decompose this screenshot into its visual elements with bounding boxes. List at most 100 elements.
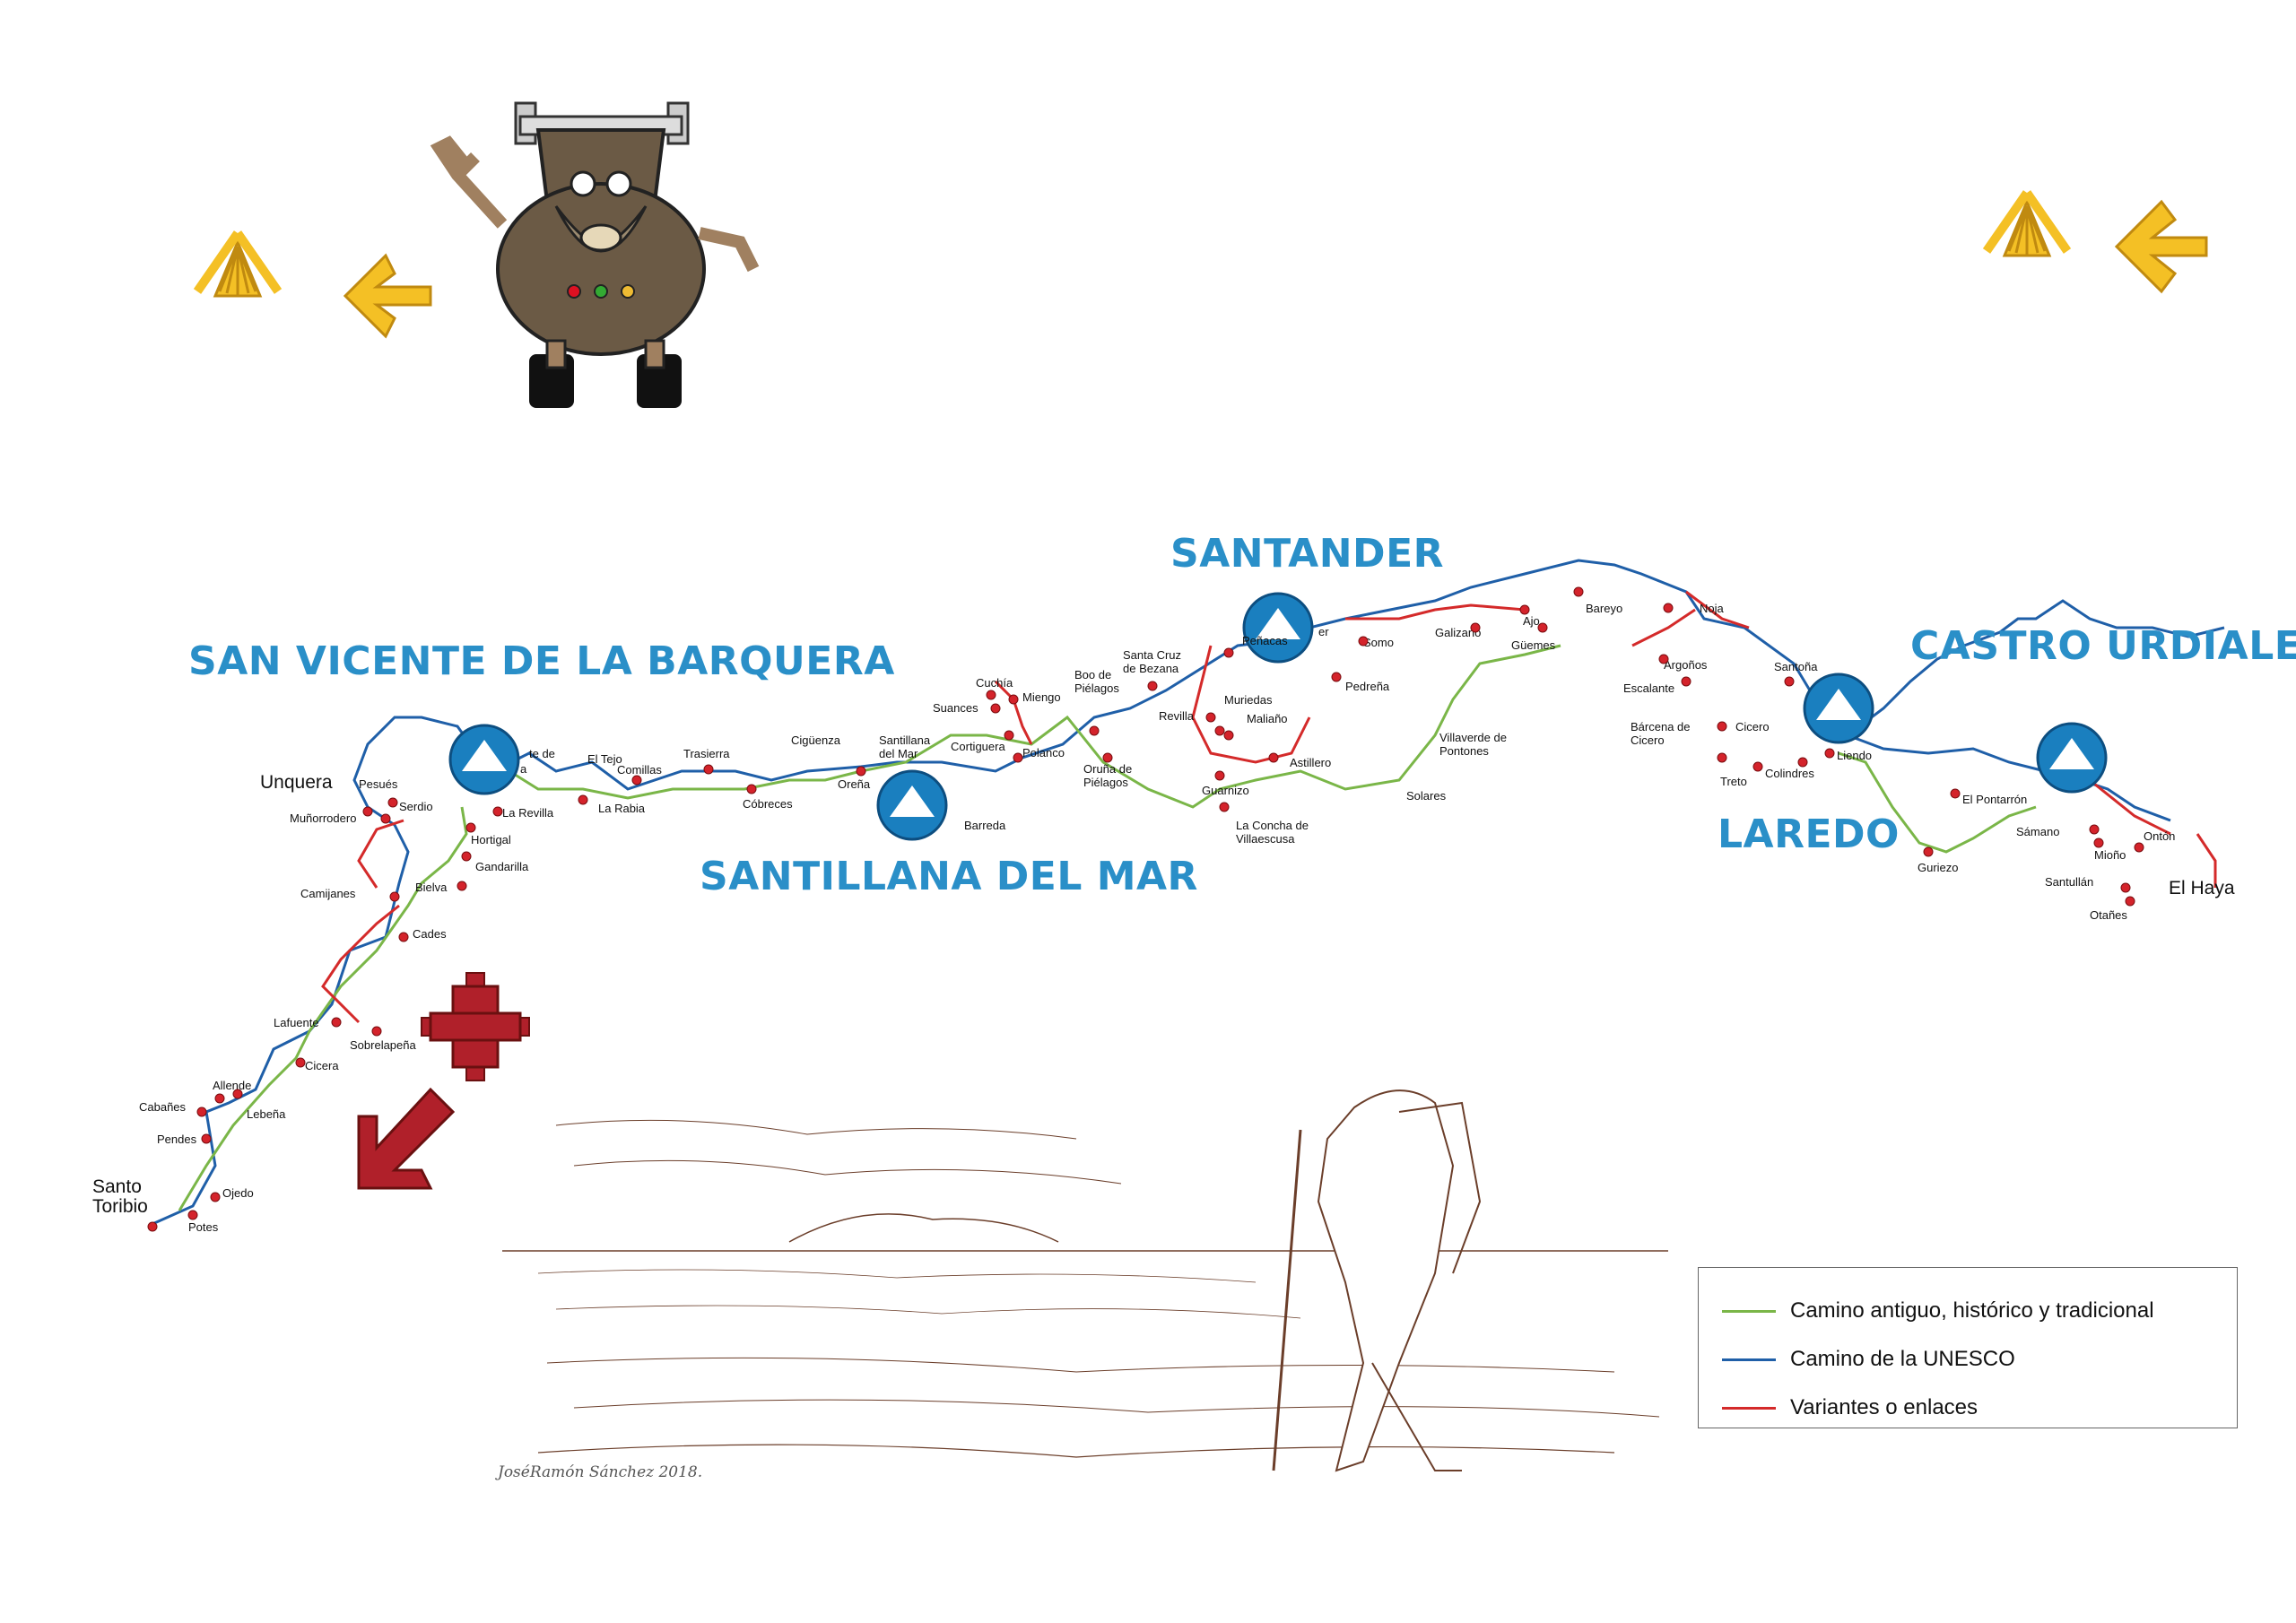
town-pendes: Pendes bbox=[157, 1133, 197, 1146]
town-munorrodero: Muñorrodero bbox=[290, 812, 357, 825]
map-marker-icon bbox=[1717, 721, 1727, 732]
town-guriezo: Guriezo bbox=[1918, 861, 1959, 874]
map-marker-icon bbox=[2134, 842, 2144, 853]
town-trasierra: Trasierra bbox=[683, 747, 730, 760]
town-er: er bbox=[1318, 625, 1329, 638]
map-marker-icon bbox=[147, 1221, 158, 1232]
town-cabanes: Cabañes bbox=[139, 1100, 187, 1114]
town-santillana: Santillana del Mar bbox=[879, 733, 931, 760]
town-cobreces: Cóbreces bbox=[743, 797, 793, 811]
town-muriedas: Muriedas bbox=[1224, 693, 1273, 707]
town-cicero: Cicero bbox=[1735, 720, 1770, 733]
robot-bull-mascot bbox=[430, 101, 760, 408]
map-marker-icon bbox=[1681, 676, 1692, 687]
map-marker-icon bbox=[380, 813, 391, 824]
shell-badge-icon bbox=[2036, 722, 2108, 794]
town-argonos: Argoños bbox=[1664, 658, 1708, 672]
town-noja: Noja bbox=[1700, 602, 1724, 615]
map-marker-icon bbox=[1573, 586, 1584, 597]
town-boo: Boo de Piélagos bbox=[1074, 668, 1119, 695]
map-marker-icon bbox=[187, 1210, 198, 1220]
map-marker-icon bbox=[1331, 672, 1342, 682]
map-marker-icon bbox=[398, 932, 409, 942]
town-hortigal: Hortigal bbox=[471, 833, 511, 846]
town-pesues: Pesués bbox=[359, 777, 398, 791]
map-marker-icon bbox=[1268, 752, 1279, 763]
legend-swatch bbox=[1722, 1309, 1776, 1313]
map-marker-icon bbox=[1519, 604, 1530, 615]
map-marker-icon bbox=[214, 1093, 225, 1104]
town-suances: Suances bbox=[933, 701, 978, 715]
map-marker-icon bbox=[1223, 647, 1234, 658]
legend-item-variantes: Variantes o enlaces bbox=[1722, 1394, 1978, 1421]
town-galizano: Galizano bbox=[1435, 626, 1482, 639]
town-solares: Solares bbox=[1406, 789, 1447, 803]
legend-label: Camino de la UNESCO bbox=[1790, 1347, 2015, 1371]
map-marker-icon bbox=[2089, 824, 2100, 835]
map-marker-icon bbox=[578, 794, 588, 805]
map-marker-icon bbox=[1147, 681, 1158, 691]
pilgrim-sketch bbox=[502, 1089, 1668, 1472]
town-barcena: Bárcena de Cicero bbox=[1631, 720, 1691, 747]
town-liendo: Liendo bbox=[1837, 749, 1873, 762]
legend-item-antiguo: Camino antiguo, histórico y tradicional bbox=[1722, 1298, 2154, 1324]
map-marker-icon bbox=[295, 1057, 306, 1068]
map-marker-icon bbox=[1013, 752, 1023, 763]
map-marker-icon bbox=[703, 764, 714, 775]
scallop-shell-icon bbox=[193, 230, 283, 298]
town-barreda: Barreda bbox=[964, 819, 1006, 832]
town-bareyo: Bareyo bbox=[1586, 602, 1623, 615]
map-marker-icon bbox=[1214, 725, 1225, 736]
town-el-tejo: El Tejo bbox=[587, 752, 622, 766]
town-lebena: Lebeña bbox=[247, 1107, 286, 1121]
map-marker-icon bbox=[465, 822, 476, 833]
town-allende: Allende bbox=[213, 1079, 252, 1092]
map-marker-icon bbox=[1537, 622, 1548, 633]
town-el-haya: El Haya bbox=[2169, 878, 2235, 898]
shell-badge-icon bbox=[448, 724, 520, 795]
legend-swatch bbox=[1722, 1406, 1776, 1410]
town-astillero: Astillero bbox=[1290, 756, 1332, 769]
map-marker-icon bbox=[1663, 603, 1674, 613]
town-bielva: Bielva bbox=[415, 881, 448, 894]
map-marker-icon bbox=[1214, 770, 1225, 781]
town-samano: Sámano bbox=[2016, 825, 2060, 838]
map-marker-icon bbox=[331, 1017, 342, 1028]
map-marker-icon bbox=[371, 1026, 382, 1037]
map-marker-icon bbox=[461, 851, 472, 862]
town-oruna: Oruña de Piélagos bbox=[1083, 762, 1133, 789]
town-la-concha: La Concha de Villaescusa bbox=[1236, 819, 1309, 846]
town-la-rabia: La Rabia bbox=[598, 802, 646, 815]
town-treto: Treto bbox=[1720, 775, 1747, 788]
route-antiguo bbox=[178, 644, 2037, 1211]
map-marker-icon bbox=[387, 797, 398, 808]
town-pedrena: Pedreña bbox=[1345, 680, 1390, 693]
map-marker-icon bbox=[1824, 748, 1835, 759]
town-santo-toribio: Santo Toribio bbox=[92, 1176, 148, 1217]
town-penacastillo: Peñacas bbox=[1242, 634, 1288, 647]
map-marker-icon bbox=[1008, 694, 1019, 705]
map-marker-icon bbox=[1950, 788, 1961, 799]
town-lafuente: Lafuente bbox=[274, 1016, 319, 1029]
templar-cross-icon bbox=[421, 972, 530, 1081]
town-cuchia: Cuchía bbox=[976, 676, 1013, 690]
town-santullan: Santullán bbox=[2045, 875, 2094, 889]
map-marker-icon bbox=[389, 891, 400, 902]
map-marker-icon bbox=[2093, 838, 2104, 848]
map-marker-icon bbox=[232, 1089, 243, 1099]
shell-badge-icon bbox=[1803, 673, 1874, 744]
town-ciguenza: Cigüenza bbox=[791, 733, 840, 747]
town-gandarilla: Gandarilla bbox=[475, 860, 529, 873]
town-revilla: Revilla bbox=[1159, 709, 1195, 723]
map-marker-icon bbox=[201, 1133, 212, 1144]
town-onton: Ontón bbox=[2144, 829, 2176, 843]
town-santona: Santoña bbox=[1774, 660, 1818, 673]
town-mogro-fragment: te de bbox=[529, 747, 555, 760]
arrow-left-icon bbox=[343, 253, 432, 339]
town-escalante: Escalante bbox=[1623, 681, 1675, 695]
map-marker-icon bbox=[1717, 752, 1727, 763]
map-marker-icon bbox=[1752, 761, 1763, 772]
